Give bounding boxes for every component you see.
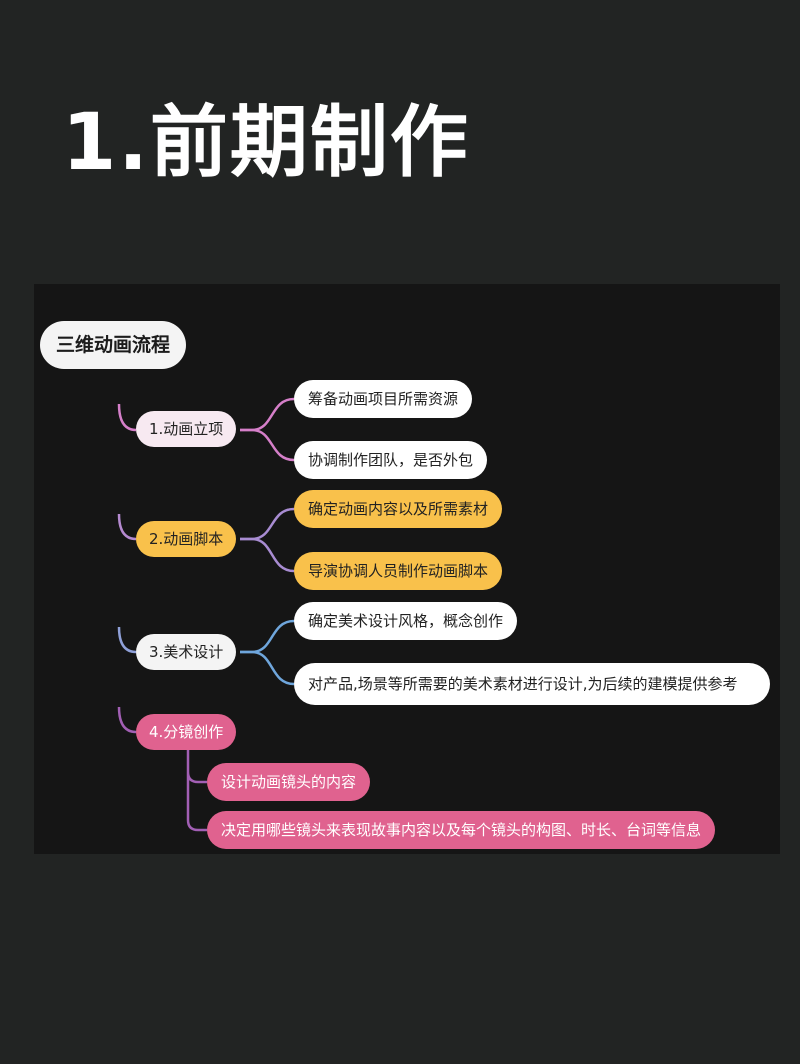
mindmap-panel: 三维动画流程 1.动画立项 2.动画脚本 3.美术设计 4.分镜创作 筹备动画项… [34,284,780,854]
branch-stage-3 [117,626,137,654]
branch-4 [186,750,207,832]
stage-node-2: 2.动画脚本 [136,521,237,557]
leaf-node: 确定动画内容以及所需素材 [294,490,503,528]
branch-2a [240,507,295,541]
leaf-node: 决定用哪些镜头来表现故事内容以及每个镜头的构图、时长、台词等信息 [207,811,716,849]
branch-2b [240,537,295,573]
branch-1b [240,428,295,462]
page-title: 1.前期制作 [62,98,470,188]
leaf-node: 导演协调人员制作动画脚本 [294,552,503,590]
stage-node-3: 3.美术设计 [136,634,237,670]
leaf-node: 确定美术设计风格，概念创作 [294,602,518,640]
mindmap-connectors [117,369,295,854]
branch-stage-2 [117,513,137,541]
leaf-node: 对产品,场景等所需要的美术素材进行设计,为后续的建模提供参考 [294,663,770,705]
stage-node-4: 4.分镜创作 [136,714,237,750]
leaf-node: 设计动画镜头的内容 [207,763,371,801]
leaf-node: 协调制作团队，是否外包 [294,441,488,479]
branch-3b [240,650,295,686]
branch-1a [240,397,295,432]
branch-stage-4 [117,706,137,734]
branch-stage-1 [117,403,137,432]
branch-3a [240,619,295,654]
stage-node-1: 1.动画立项 [136,411,237,447]
leaf-node: 筹备动画项目所需资源 [294,380,473,418]
root-node: 三维动画流程 [40,321,187,369]
